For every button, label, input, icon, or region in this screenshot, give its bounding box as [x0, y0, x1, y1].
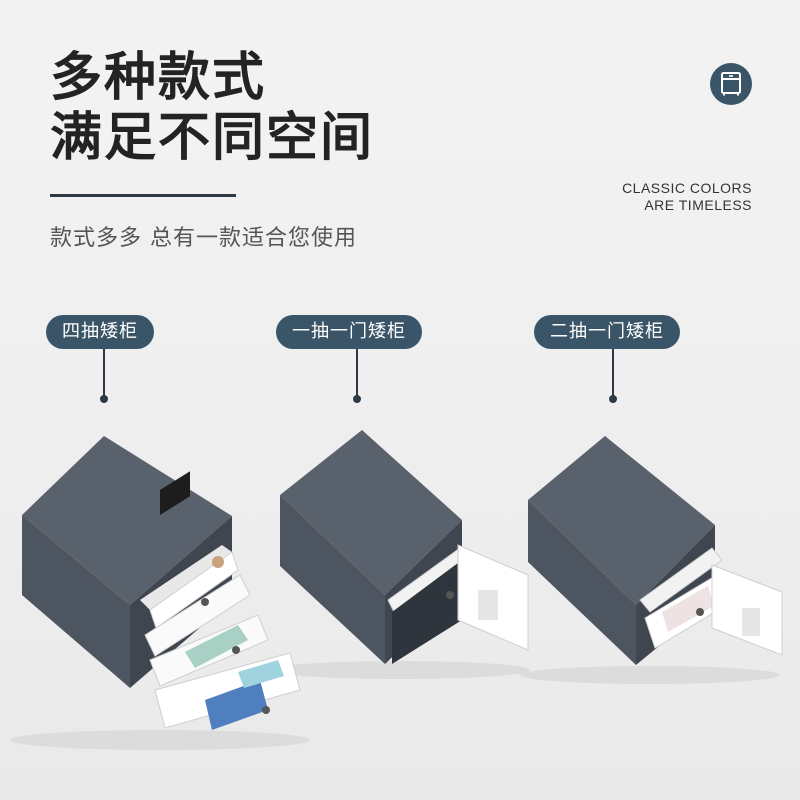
pointer-dot: [353, 395, 361, 403]
cabinet-two-drawer-one-door: [528, 436, 783, 665]
pointer-line: [103, 349, 105, 399]
headline-line-1: 多种款式: [50, 48, 267, 108]
pointer-dot: [609, 395, 617, 403]
tagline-line-2: ARE TIMELESS: [644, 197, 752, 213]
divider: [50, 194, 236, 197]
tagline: CLASSIC COLORS ARE TIMELESS: [622, 180, 752, 214]
headline: 多种款式 满足不同空间: [50, 48, 374, 168]
product-label-one-drawer-one-door: 一抽一门矮柜: [276, 315, 422, 349]
product-label-four-drawer: 四抽矮柜: [46, 315, 154, 349]
cabinet-one-drawer-one-door: [280, 430, 529, 664]
pointer-line: [356, 349, 358, 399]
cabinet-four-drawer: [22, 436, 301, 730]
product-label-two-drawer-one-door: 二抽一门矮柜: [534, 315, 680, 349]
headline-line-2: 满足不同空间: [50, 108, 375, 168]
pointer-dot: [100, 395, 108, 403]
pointer-line: [612, 349, 614, 399]
cabinet-icon: [710, 63, 752, 105]
tagline-line-1: CLASSIC COLORS: [622, 180, 752, 196]
subtitle: 款式多多 总有一款适合您使用: [50, 226, 357, 251]
